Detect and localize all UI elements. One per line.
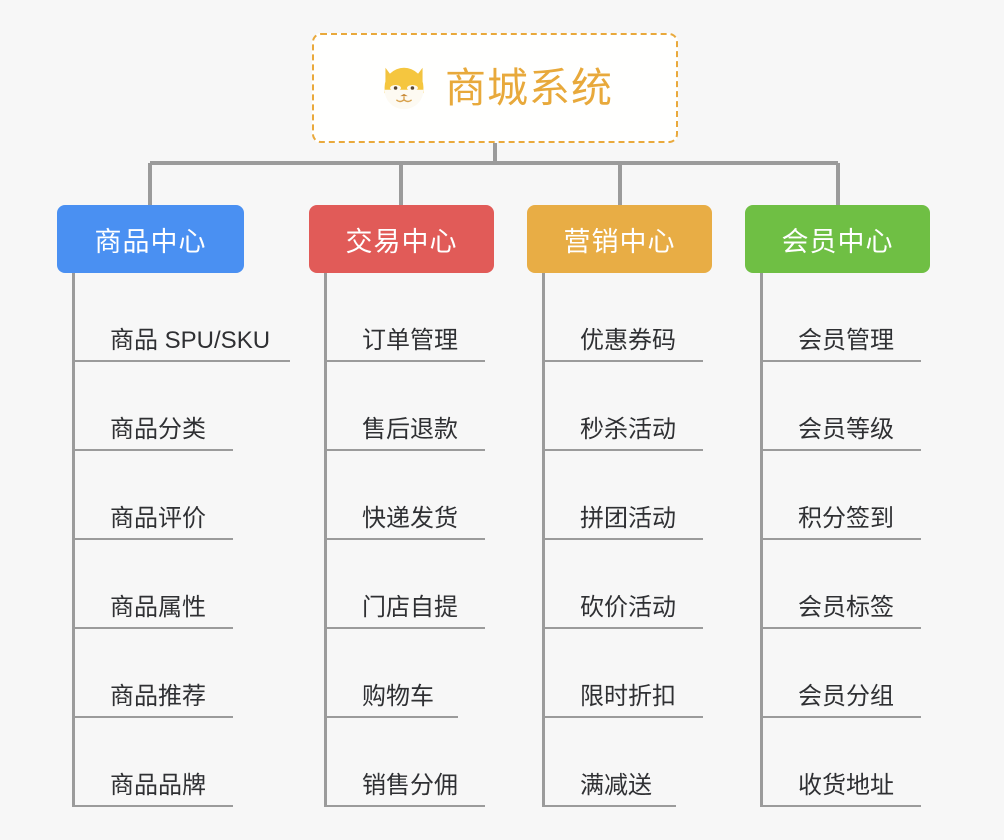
root-node[interactable]: 商城系统 bbox=[312, 33, 678, 143]
leaf-item[interactable]: 会员标签 bbox=[760, 540, 921, 629]
leaf-label: 满减送 bbox=[580, 771, 652, 799]
leaf-item[interactable]: 限时折扣 bbox=[542, 629, 703, 718]
leaf-label: 商品属性 bbox=[110, 593, 206, 621]
leaf-label: 限时折扣 bbox=[580, 682, 676, 710]
branch-product-center[interactable]: 商品中心 bbox=[57, 205, 244, 273]
leaf-label: 会员分组 bbox=[798, 682, 894, 710]
branch-label: 交易中心 bbox=[345, 226, 458, 257]
leaf-item[interactable]: 订单管理 bbox=[324, 273, 485, 362]
leaf-item[interactable]: 商品分类 bbox=[72, 362, 233, 451]
leaf-item[interactable]: 优惠券码 bbox=[542, 273, 703, 362]
leaf-item[interactable]: 拼团活动 bbox=[542, 451, 703, 540]
leaf-label: 会员标签 bbox=[798, 593, 894, 621]
leaf-label: 购物车 bbox=[362, 682, 434, 710]
leaf-label: 商品 SPU/SKU bbox=[110, 326, 271, 354]
leaf-label: 快递发货 bbox=[362, 504, 458, 532]
leaf-item[interactable]: 收货地址 bbox=[760, 718, 921, 807]
leaf-rail bbox=[72, 273, 75, 807]
leaf-label: 会员等级 bbox=[798, 415, 894, 443]
leaf-rail bbox=[542, 273, 545, 807]
leaf-item[interactable]: 快递发货 bbox=[324, 451, 485, 540]
branch-label: 营销中心 bbox=[563, 226, 676, 257]
leaf-item[interactable]: 商品推荐 bbox=[72, 629, 233, 718]
leaf-rail bbox=[324, 273, 327, 807]
leaf-item[interactable]: 商品品牌 bbox=[72, 718, 233, 807]
shiba-dog-emoji-icon bbox=[384, 67, 424, 110]
leaf-label: 收货地址 bbox=[798, 771, 894, 799]
leaf-rail bbox=[760, 273, 763, 807]
leaf-label: 商品推荐 bbox=[110, 682, 206, 710]
root-title: 商城系统 bbox=[445, 64, 613, 111]
leaf-label: 会员管理 bbox=[798, 326, 894, 354]
leaf-label: 商品分类 bbox=[110, 415, 206, 443]
leaf-label: 订单管理 bbox=[362, 326, 458, 354]
branch-trade-center[interactable]: 交易中心 bbox=[309, 205, 494, 273]
leaf-item[interactable]: 秒杀活动 bbox=[542, 362, 703, 451]
leaf-label: 商品评价 bbox=[110, 504, 206, 532]
leaf-item[interactable]: 砍价活动 bbox=[542, 540, 703, 629]
leaf-item[interactable]: 购物车 bbox=[324, 629, 458, 718]
leaf-label: 砍价活动 bbox=[580, 593, 676, 621]
leaf-label: 优惠券码 bbox=[580, 326, 676, 354]
leaf-item[interactable]: 商品评价 bbox=[72, 451, 233, 540]
leaf-item[interactable]: 会员等级 bbox=[760, 362, 921, 451]
leaf-label: 销售分佣 bbox=[362, 771, 458, 799]
leaf-item[interactable]: 满减送 bbox=[542, 718, 676, 807]
leaf-item[interactable]: 会员管理 bbox=[760, 273, 921, 362]
branch-label: 商品中心 bbox=[94, 226, 207, 257]
leaf-label: 售后退款 bbox=[362, 415, 458, 443]
leaf-item[interactable]: 积分签到 bbox=[760, 451, 921, 540]
leaf-item[interactable]: 门店自提 bbox=[324, 540, 485, 629]
leaf-label: 秒杀活动 bbox=[580, 415, 676, 443]
branch-member-center[interactable]: 会员中心 bbox=[745, 205, 930, 273]
leaf-item[interactable]: 会员分组 bbox=[760, 629, 921, 718]
leaf-label: 门店自提 bbox=[362, 593, 458, 621]
leaf-label: 积分签到 bbox=[798, 504, 894, 532]
leaf-item[interactable]: 商品 SPU/SKU bbox=[72, 273, 290, 362]
leaf-item[interactable]: 销售分佣 bbox=[324, 718, 485, 807]
leaf-item[interactable]: 售后退款 bbox=[324, 362, 485, 451]
leaf-label: 拼团活动 bbox=[580, 504, 676, 532]
leaf-item[interactable]: 商品属性 bbox=[72, 540, 233, 629]
leaf-label: 商品品牌 bbox=[110, 771, 206, 799]
branch-marketing-center[interactable]: 营销中心 bbox=[527, 205, 712, 273]
branch-label: 会员中心 bbox=[781, 226, 894, 257]
